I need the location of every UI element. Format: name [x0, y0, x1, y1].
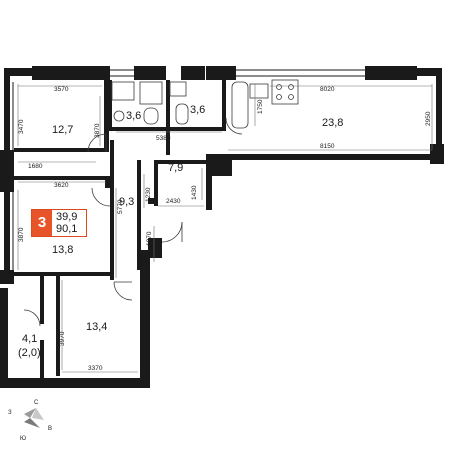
- room-area-living-kitchen: 23,8: [322, 117, 343, 129]
- compass: С Ю В З: [8, 400, 52, 442]
- dim-8020: 8020: [320, 86, 335, 93]
- dim-1750: 1750: [257, 99, 264, 114]
- dimension-labels: 3570 8020 3470 3870 1750 2950 5380 1680 …: [18, 86, 432, 372]
- dim-1430: 1430: [191, 185, 198, 200]
- shower-2: [139, 81, 163, 105]
- bathtub: [231, 81, 249, 129]
- room-area-balcony: 4,1: [22, 333, 37, 345]
- compass-arrow: [24, 408, 36, 418]
- dim-1870: 1870: [146, 231, 153, 246]
- compass-north: С: [34, 400, 39, 406]
- dim-3870-top: 3870: [94, 123, 101, 138]
- room-area-bedroom-bottom: 13,4: [86, 321, 107, 333]
- dim-3370: 3370: [88, 365, 103, 372]
- room-labels: 12,7 3,6 3,6 23,8 7,9 9,3 13,8 13,4 4,1 …: [18, 104, 343, 359]
- room-area-hall: 7,9: [168, 162, 183, 174]
- dim-3870-middle: 3870: [18, 227, 25, 242]
- compass-west: З: [8, 410, 12, 416]
- toilet-2: [175, 103, 189, 125]
- room-area-bath-1: 3,6: [126, 110, 141, 122]
- dim-2430: 2430: [166, 198, 181, 205]
- outer-walls: [0, 66, 444, 388]
- rooms-count: 3: [32, 210, 52, 236]
- room-area-bedroom-middle: 13,8: [52, 244, 73, 256]
- compass-south: Ю: [20, 436, 26, 442]
- dim-2950: 2950: [425, 111, 432, 126]
- dim-3470: 3470: [18, 119, 25, 134]
- dimension-lines: [17, 84, 433, 373]
- dim-5770: 5770: [117, 199, 124, 214]
- dim-3970: 3970: [59, 331, 66, 346]
- area-summary-badge: 3 39,9 90,1: [31, 209, 87, 237]
- kitchen-sink: [249, 83, 269, 99]
- cooktop: [271, 79, 299, 105]
- dim-3620: 3620: [54, 182, 69, 189]
- total-area-value: 90,1: [56, 223, 78, 235]
- dim-940: 940: [208, 163, 219, 170]
- sink-1: [113, 110, 125, 122]
- doors: [23, 117, 243, 327]
- room-area-bath-2: 3,6: [190, 104, 205, 116]
- room-area-corridor: 9,3: [119, 196, 134, 208]
- washer: [169, 81, 187, 97]
- room-area-balcony-reduced: (2,0): [18, 347, 41, 359]
- compass-east: В: [48, 426, 52, 432]
- bathroom-fixtures: [111, 79, 299, 129]
- dim-1230: 1230: [145, 187, 152, 202]
- dim-8150: 8150: [320, 143, 335, 150]
- inner-walls: [14, 80, 226, 380]
- dim-5380: 5380: [156, 135, 171, 142]
- shower-tray: [111, 81, 135, 101]
- dim-1680: 1680: [28, 163, 43, 170]
- toilet-1: [143, 107, 159, 125]
- dim-3570: 3570: [54, 86, 69, 93]
- living-area-value: 39,9: [56, 211, 78, 223]
- room-area-bedroom-top-left: 12,7: [52, 124, 73, 136]
